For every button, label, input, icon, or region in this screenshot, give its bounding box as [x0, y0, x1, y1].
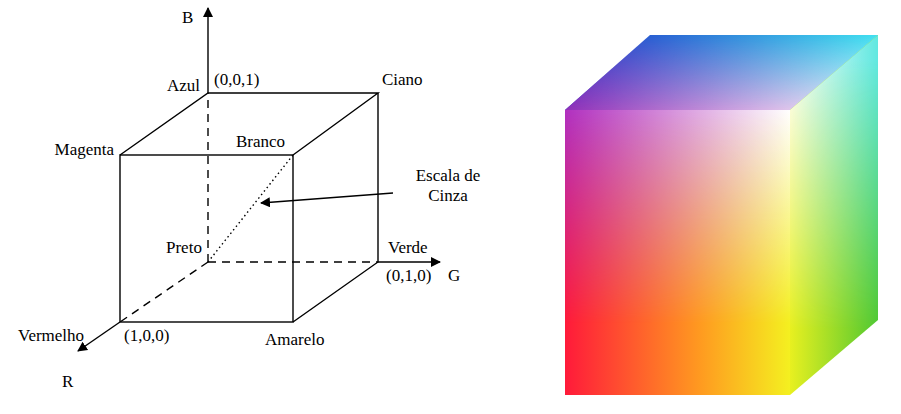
color-cube	[565, 35, 878, 395]
axis-label: (1,0,0)	[124, 326, 169, 346]
axis-label: Azul	[167, 76, 200, 96]
axis-label: (0,1,0)	[386, 266, 431, 286]
axis-label: Amarelo	[265, 330, 324, 350]
axis-label: Magenta	[55, 140, 114, 160]
axis-label: R	[62, 372, 73, 392]
axis-label: Ciano	[382, 70, 423, 90]
axis-label: (0,0,1)	[214, 70, 259, 90]
axis-label: Vermelho	[18, 326, 84, 346]
axis-label: G	[448, 266, 460, 286]
axis-label: B	[182, 8, 193, 28]
axis-label: Verde	[388, 238, 428, 258]
axis-label: Preto	[166, 238, 202, 258]
axis-label: Branco	[236, 132, 285, 152]
axis-label: Escala de Cinza	[398, 166, 498, 205]
